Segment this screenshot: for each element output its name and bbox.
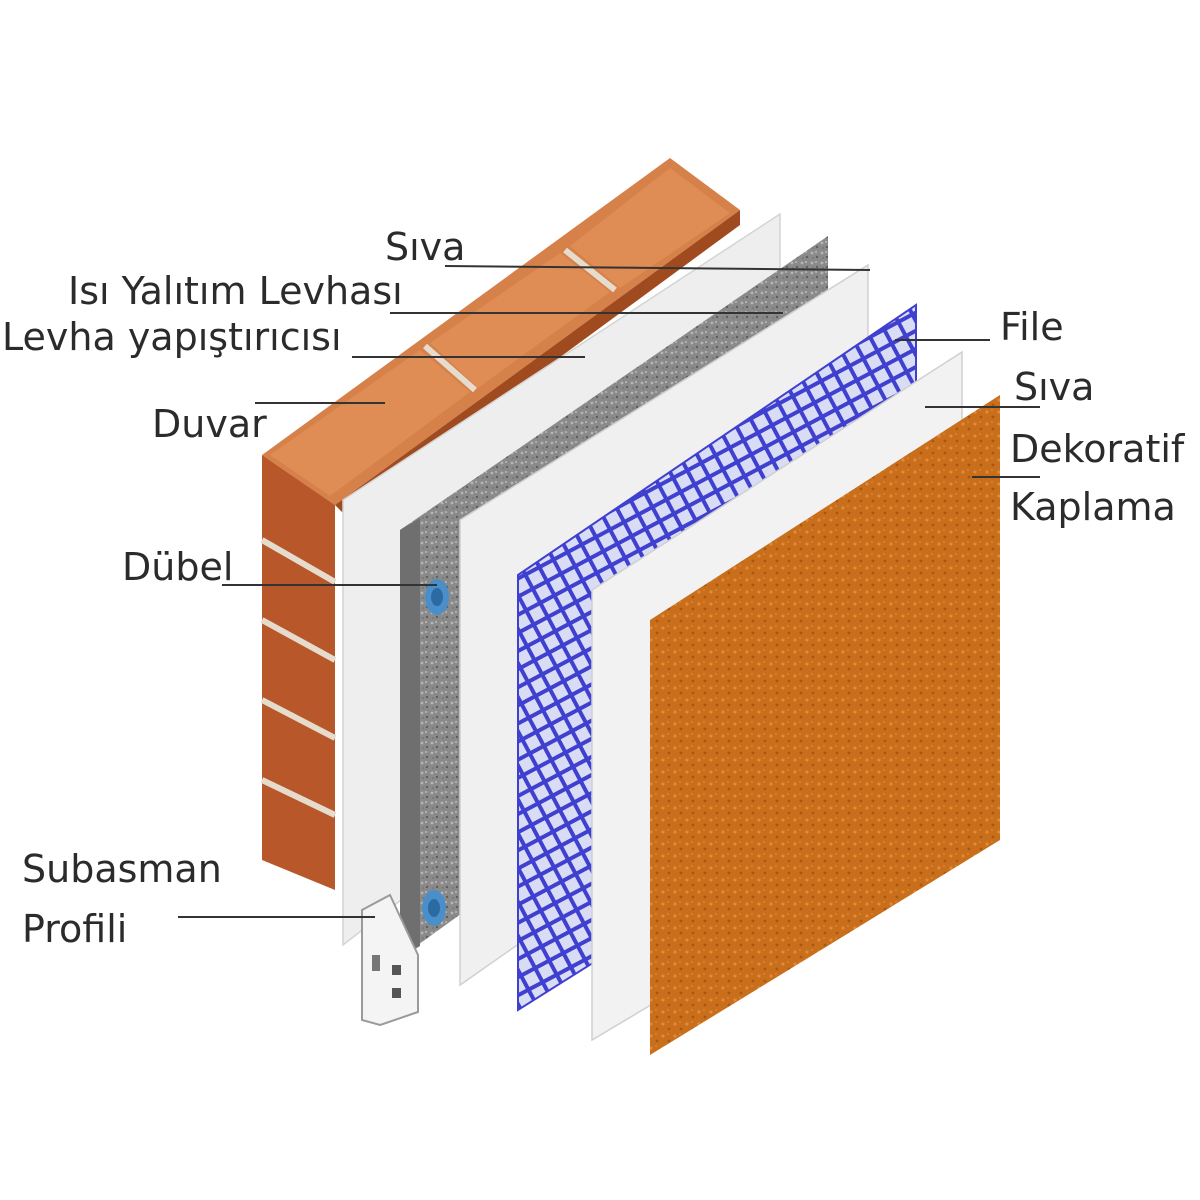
brick-top-2 [430, 253, 610, 388]
leader-siva-inner [444, 265, 871, 271]
dowel-bottom [422, 890, 446, 926]
decorative-coating [650, 395, 1000, 1055]
label-siva-outer: Sıva [1014, 365, 1095, 409]
brick-wall-front [262, 455, 335, 890]
label-profili: Profili [22, 907, 128, 951]
dowel-top [425, 579, 449, 615]
brick-mortar-course-2 [260, 617, 337, 663]
label-dekoratif: Dekoratif [1010, 427, 1185, 471]
insulation-board-edge [400, 518, 420, 958]
brick-mortar-top-2 [563, 247, 617, 293]
brick-top-1 [270, 350, 470, 496]
base-profile-slot-1 [392, 965, 401, 975]
label-dubel: Dübel [122, 545, 234, 589]
brick-mortar-course-3 [260, 697, 337, 741]
base-profile [361, 893, 419, 1027]
label-isi-yalitim-levhasi: Isı Yalıtım Levhası [68, 269, 403, 313]
label-levha-yapistiricisi: Levha yapıştırıcısı [2, 315, 342, 359]
brick-mortar-course-4 [260, 777, 337, 818]
brick-mortar-course-1 [260, 537, 337, 585]
brick-top-3 [570, 168, 730, 288]
label-siva-inner: Sıva [385, 225, 466, 269]
base-profile-slot-2 [392, 988, 401, 998]
label-duvar: Duvar [152, 402, 267, 446]
base-profile-body [361, 893, 419, 1027]
label-kaplama: Kaplama [1010, 485, 1176, 529]
label-subasman: Subasman [22, 847, 222, 891]
label-file: File [1000, 305, 1064, 349]
leader-lines [178, 265, 1040, 918]
brick-mortar-top-1 [423, 343, 477, 393]
base-profile-hole [372, 955, 380, 971]
